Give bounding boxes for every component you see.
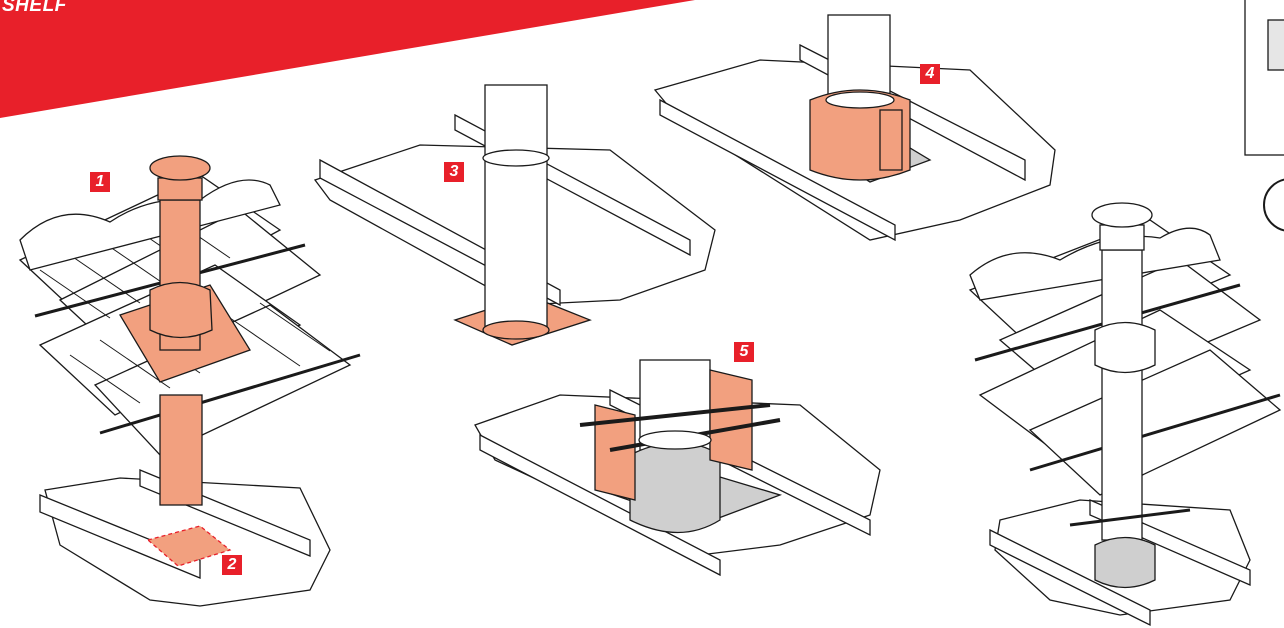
step-badge-2: 2 [222, 555, 242, 575]
step-badge-3: 3 [444, 162, 464, 182]
step-badge-1: 1 [90, 172, 110, 192]
step-badge-5: 5 [734, 342, 754, 362]
step-badge-4: 4 [920, 64, 940, 84]
brand-logo-text: SHELF [2, 0, 67, 16]
